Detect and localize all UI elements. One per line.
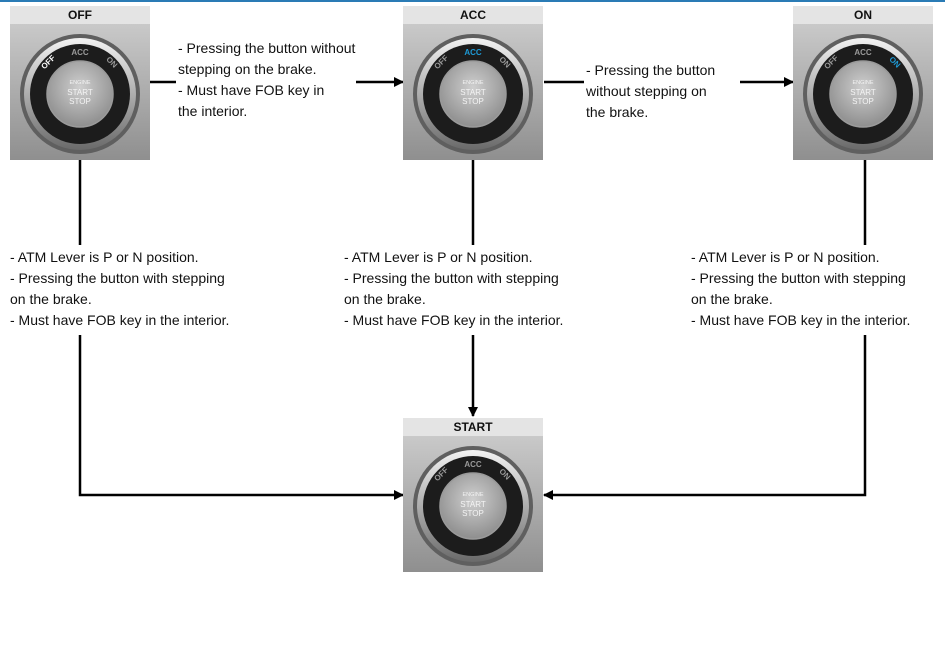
engine-text-2: STOP <box>462 97 484 106</box>
note-line: on the brake. <box>344 291 426 307</box>
ring-label-acc: ACC <box>854 48 872 57</box>
note-acc-to-on: - Pressing the button without stepping o… <box>586 60 715 123</box>
button-face <box>439 60 507 128</box>
top-rule <box>0 0 945 2</box>
note-off-to-start: - ATM Lever is P or N position. - Pressi… <box>10 247 229 331</box>
note-line: stepping on the brake. <box>178 61 317 77</box>
state-off-title: OFF <box>10 6 150 24</box>
button-face <box>439 472 507 540</box>
note-line: - Must have FOB key in <box>178 82 325 98</box>
note-line: the brake. <box>586 104 649 120</box>
note-line: - Pressing the button without <box>178 40 356 56</box>
note-line: - Must have FOB key in the interior. <box>691 312 911 328</box>
ring-label-acc: ACC <box>464 48 482 57</box>
note-line: on the brake. <box>691 291 773 307</box>
engine-text-1: START <box>460 500 486 509</box>
note-line: - Pressing the button <box>586 62 716 78</box>
engine-text-1: START <box>460 88 486 97</box>
note-off-to-acc: - Pressing the button without stepping o… <box>178 38 355 122</box>
note-line: - Must have FOB key in the interior. <box>344 312 564 328</box>
note-acc-to-start: - ATM Lever is P or N position. - Pressi… <box>344 247 563 331</box>
state-acc-title: ACC <box>403 6 543 24</box>
note-line: - Pressing the button with stepping <box>10 270 225 286</box>
note-line: - ATM Lever is P or N position. <box>344 249 533 265</box>
engine-text-1: START <box>67 88 93 97</box>
note-line: - ATM Lever is P or N position. <box>10 249 199 265</box>
engine-text-0: ENGINE <box>852 80 873 86</box>
ring-label-acc: ACC <box>464 460 482 469</box>
note-line: - ATM Lever is P or N position. <box>691 249 880 265</box>
note-line: - Must have FOB key in the interior. <box>10 312 230 328</box>
state-on-title: ON <box>793 6 933 24</box>
note-on-to-start: - ATM Lever is P or N position. - Pressi… <box>691 247 910 331</box>
engine-text-0: ENGINE <box>69 80 90 86</box>
engine-text-2: STOP <box>852 97 874 106</box>
ring-label-acc: ACC <box>71 48 89 57</box>
note-line: - Pressing the button with stepping <box>691 270 906 286</box>
note-line: - Pressing the button with stepping <box>344 270 559 286</box>
engine-text-2: STOP <box>69 97 91 106</box>
button-face <box>829 60 897 128</box>
note-line: without stepping on <box>586 83 707 99</box>
engine-text-0: ENGINE <box>462 80 483 86</box>
note-line: on the brake. <box>10 291 92 307</box>
state-start-title: START <box>403 418 543 436</box>
button-face <box>46 60 114 128</box>
engine-text-2: STOP <box>462 509 484 518</box>
engine-text-0: ENGINE <box>462 492 483 498</box>
note-line: the interior. <box>178 103 248 119</box>
engine-text-1: START <box>850 88 876 97</box>
